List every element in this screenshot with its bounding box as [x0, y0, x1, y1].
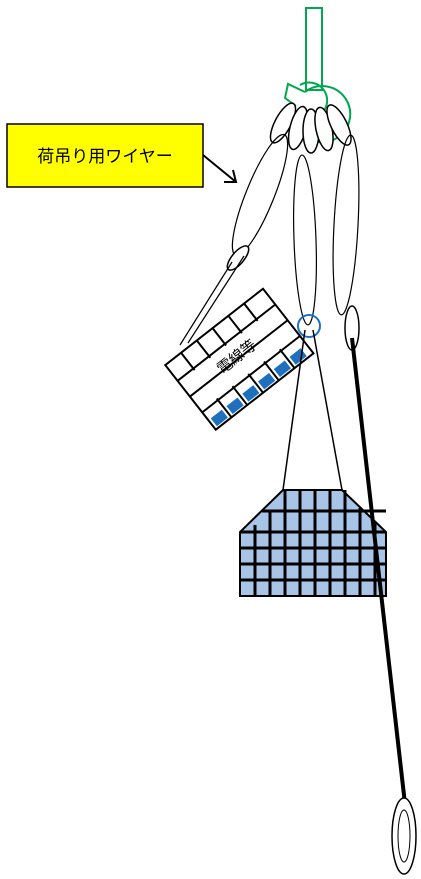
callout-label: 荷吊り用ワイヤー	[37, 147, 173, 167]
wire-callout: 荷吊り用ワイヤー	[6, 123, 204, 188]
sling-eyes	[269, 102, 352, 154]
wire-bundle	[163, 287, 315, 432]
wire-rope-slings	[231, 133, 360, 326]
bundle-sling-lines	[179, 255, 245, 346]
pole-icon	[350, 337, 417, 875]
callout-box	[6, 123, 204, 188]
shackle-icon	[297, 314, 321, 338]
callout-arrow	[202, 154, 238, 183]
bundle-stripe	[210, 348, 307, 427]
cargo-net-icon	[239, 489, 387, 597]
net-sling-lines	[282, 329, 343, 491]
